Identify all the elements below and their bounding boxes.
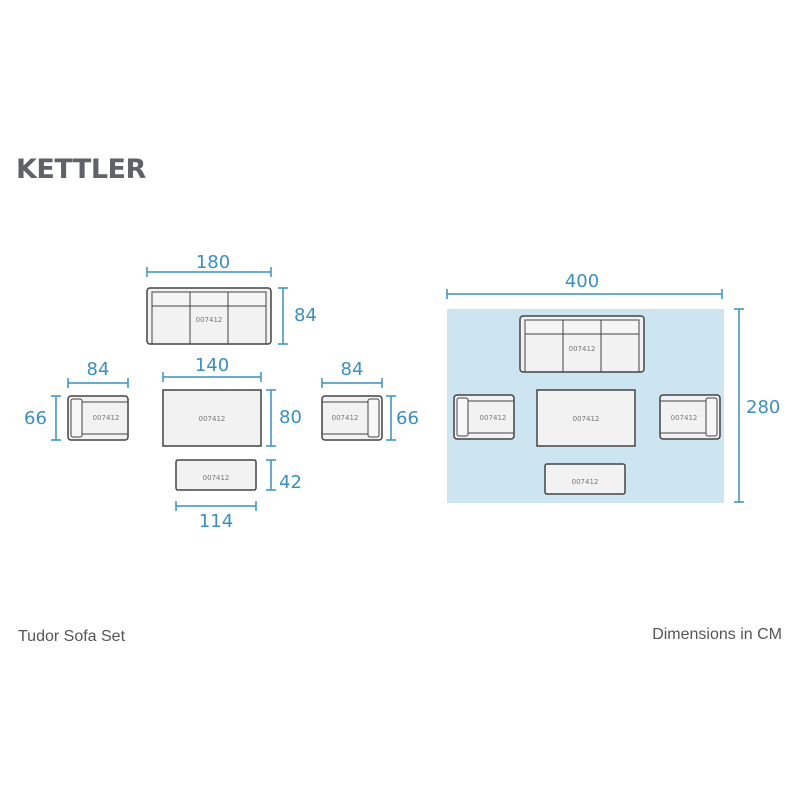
sofa-product-code: 007412 [196,316,223,324]
side-table-depth-dimension: 42 [266,459,302,493]
product-name: Tudor Sofa Set [18,628,126,645]
right-armchair-depth-dimension: 66 [386,395,419,441]
sofa-depth-label: 84 [294,305,317,326]
left-armchair-width-dimension: 84 [67,359,129,388]
right-armchair-product-code: 007412 [332,414,359,422]
layout-side-table-product-code: 007412 [572,478,599,486]
layout-depth-label: 280 [746,397,780,418]
right-armchair-width-label: 84 [341,359,364,380]
layout-right-armchair-product-code: 007412 [671,414,698,422]
sofa-piece: 007412 [146,287,272,345]
side-table-width-dimension: 114 [175,501,257,532]
layout-side-table: 007412 [544,463,626,495]
kettler-logo: KETTLER [16,154,146,185]
right-armchair-depth-label: 66 [396,408,419,429]
layout-depth-dimension: 280 [734,308,780,503]
left-armchair-piece: 007412 [67,395,129,441]
side-table-product-code: 007412 [203,474,230,482]
layout-coffee-table-product-code: 007412 [573,415,600,423]
sofa-width-label: 180 [196,252,230,273]
coffee-table-product-code: 007412 [199,415,226,423]
left-armchair-product-code: 007412 [93,414,120,422]
left-armchair-depth-dimension: 66 [24,395,61,441]
layout-left-armchair-product-code: 007412 [480,414,507,422]
coffee-table-piece: 007412 [162,389,262,447]
right-armchair-width-dimension: 84 [321,359,383,388]
coffee-table-width-dimension: 140 [162,355,262,382]
left-armchair-width-label: 84 [87,359,110,380]
layout-left-armchair: 007412 [453,394,515,440]
layout-right-armchair: 007412 [659,394,721,440]
coffee-table-depth-label: 80 [279,407,302,428]
layout-sofa: 007412 [519,315,645,373]
units-note: Dimensions in CM [652,626,782,643]
side-table-piece: 007412 [175,459,257,491]
side-table-width-label: 114 [199,511,233,532]
layout-width-label: 400 [565,271,599,292]
layout-coffee-table: 007412 [536,389,636,447]
coffee-table-depth-dimension: 80 [266,389,302,447]
sofa-width-dimension: 180 [146,252,272,277]
sofa-depth-dimension: 84 [278,287,317,345]
right-armchair-piece: 007412 [321,395,383,441]
coffee-table-width-label: 140 [195,355,229,376]
side-table-depth-label: 42 [279,472,302,493]
layout-sofa-product-code: 007412 [569,345,596,353]
left-armchair-depth-label: 66 [24,408,47,429]
layout-width-dimension: 400 [446,271,723,299]
